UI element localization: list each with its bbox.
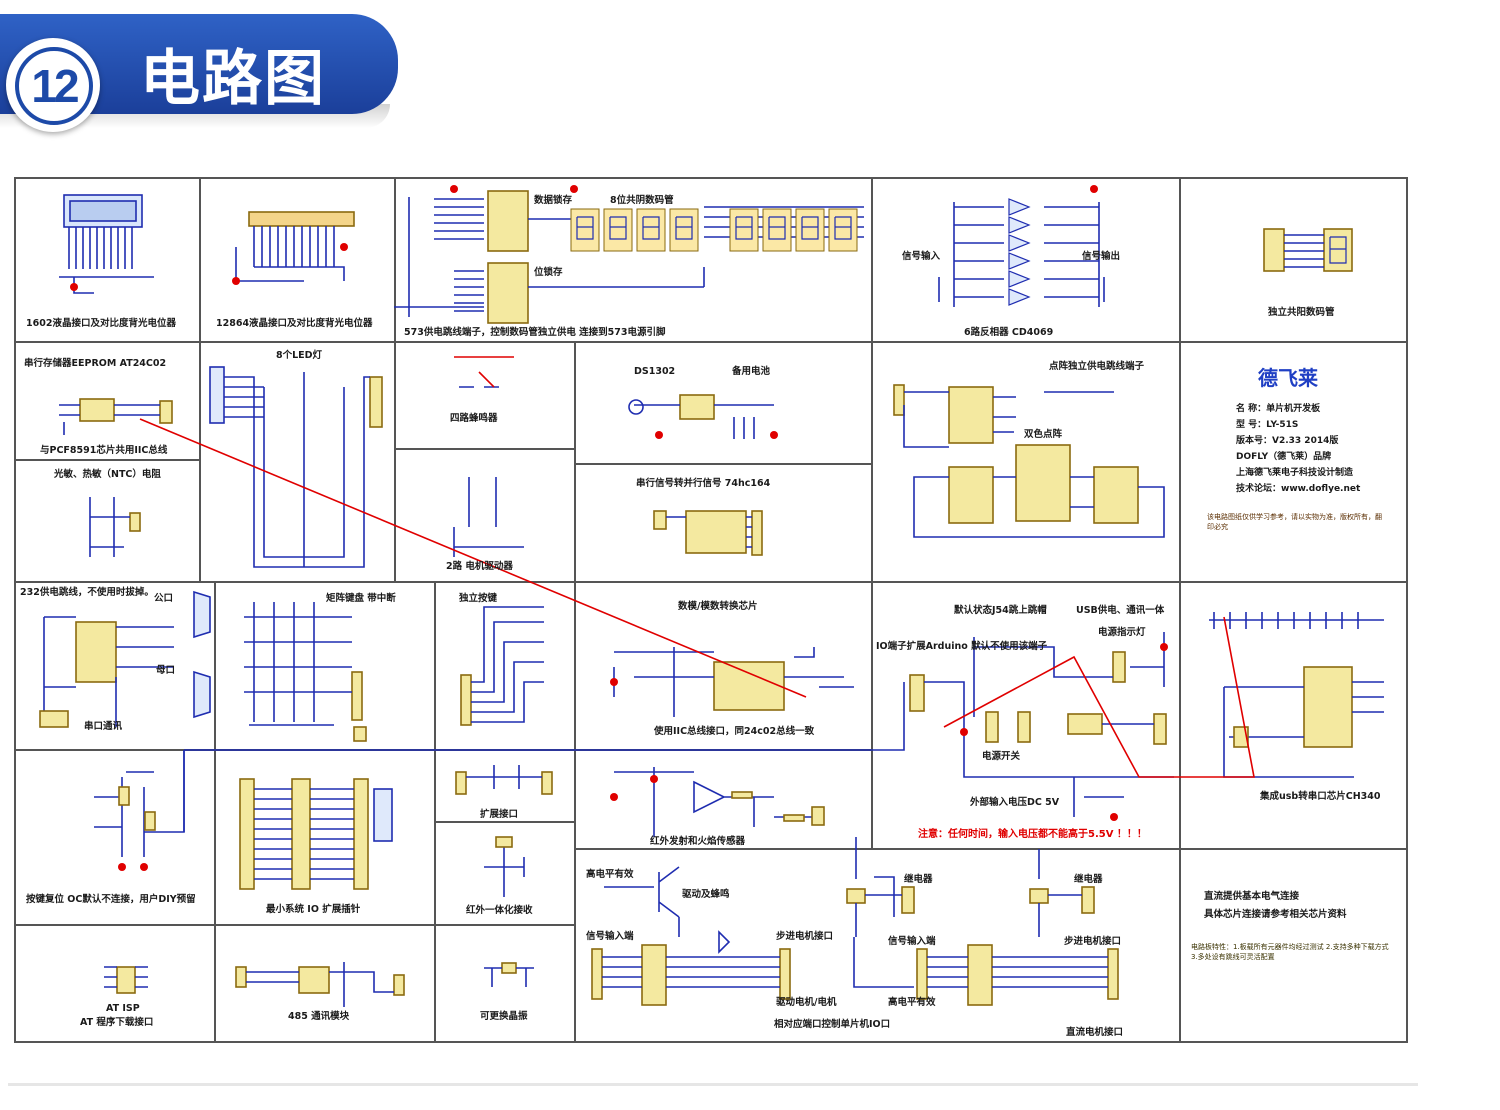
label-buzzer: 四路蜂鸣器 xyxy=(450,412,498,424)
label-relay-driver: 驱动及蜂鸣 xyxy=(682,888,730,900)
label-adc: 数模/模数转换芯片 xyxy=(677,600,757,612)
label-expansion: 扩展接口 xyxy=(480,808,518,820)
label-female-port: 母口 xyxy=(156,665,175,676)
label-bit-latch: 位锁存 xyxy=(534,266,563,278)
spec-website: 技术论坛：www.doflye.net xyxy=(1236,482,1361,494)
label-relay-high: 高电平有效 xyxy=(586,868,634,880)
orange-note: 该电路图纸仅供学习参考，请以实物为准，版权所有，翻印必究 xyxy=(1207,513,1382,531)
label-eeprom: 串行存储器EEPROM AT24C02 xyxy=(24,357,166,369)
label-high-effective: 高电平有效 xyxy=(888,996,936,1008)
digit-segments xyxy=(576,216,1347,264)
label-573-jumper: 573供电跳线端子，控制数码管独立供电 连接到573电源引脚 xyxy=(404,326,666,338)
label-usb-default: 默认状态J54跳上跳帽 xyxy=(954,604,1047,616)
spec-name: 名 称：单片机开发板 xyxy=(1236,402,1321,414)
label-485: 485 通讯模块 xyxy=(288,1010,350,1022)
label-ir-flame: 红外发射和火焰传感器 xyxy=(650,835,746,847)
label-motor-drive: 驱动电机/电机 xyxy=(776,996,837,1008)
circuit-board: 1602液晶接口及对比度背光电位器 12864液晶接口及对比度背光电位器 573… xyxy=(14,177,1408,1043)
label-usb-power: USB供电、通讯一体 xyxy=(1076,604,1165,616)
label-adc-iic: 使用IIC总线接口，同24c02总线一致 xyxy=(653,725,815,737)
label-electrical-note: 直流提供基本电气连接 xyxy=(1204,890,1300,902)
label-serial: 串口通讯 xyxy=(84,720,123,732)
spec-maker: 上海德飞莱电子科技设计制造 xyxy=(1236,466,1354,478)
label-common-anode: 独立共阳数码管 xyxy=(1267,306,1335,318)
label-dual-matrix: 双色点阵 xyxy=(1023,428,1063,440)
power-markers xyxy=(70,185,1168,871)
section-number-badge: 12 xyxy=(6,38,100,132)
label-8-leds: 8个LED灯 xyxy=(276,349,323,361)
page-title: 电路图 xyxy=(140,44,326,114)
label-at-download: AT 程序下载接口 xyxy=(80,1016,153,1028)
label-ch340: 集成usb转串口芯片CH340 xyxy=(1259,790,1381,802)
label-voltage-warning: 注意：任何时间，输入电压都不能高于5.5V ！！！ xyxy=(918,827,1147,840)
label-at-isp: AT ISP xyxy=(106,1003,140,1014)
yellow-note: 电路板特性：1.板载所有元器件均经过测试 2.支持多种下载方式 3.多处设有跳线… xyxy=(1191,943,1389,961)
label-power-switch: 电源开关 xyxy=(982,750,1021,762)
label-sig-out: 信号输出 xyxy=(1082,250,1120,262)
spec-brand: DOFLY（德飞莱）品牌 xyxy=(1236,450,1331,462)
label-arduino-ext: IO端子扩展Arduino 默认不使用该端子 xyxy=(876,640,1048,652)
label-cd4069: 6路反相器 CD4069 xyxy=(964,326,1053,338)
label-relay-1: 继电器 xyxy=(904,873,933,885)
label-stepper-2: 步进电机接口 xyxy=(1064,935,1121,947)
label-ir-receiver: 红外一体化接收 xyxy=(466,904,533,916)
label-stepper-1: 步进电机接口 xyxy=(776,930,833,942)
red-trace-lines xyxy=(139,356,1255,778)
label-relay-2: 继电器 xyxy=(1074,873,1103,885)
spec-model: 型 号：LY-51S xyxy=(1236,418,1298,430)
label-chip-reference: 具体芯片连接请参考相关芯片资料 xyxy=(1203,908,1347,920)
label-indep-keys: 独立按键 xyxy=(458,592,498,604)
label-iic-shared: 与PCF8591芯片共用IIC总线 xyxy=(40,444,168,456)
label-reset: 按键复位 OC默认不连接，用户DIY预留 xyxy=(26,893,196,905)
label-sig-in: 信号输入 xyxy=(902,250,941,262)
label-male-port: 公口 xyxy=(154,593,173,604)
label-signal-in-1: 信号输入端 xyxy=(586,930,634,942)
label-ds1302: DS1302 xyxy=(634,366,675,377)
schematic-wiring xyxy=(39,190,1384,1007)
label-motor-io: 相对应端口控制单片机IO口 xyxy=(774,1018,890,1030)
footer-divider xyxy=(8,1083,1418,1086)
spec-block: 名 称：单片机开发板 型 号：LY-51S 版本号：V2.33 2014版 DO… xyxy=(1235,402,1361,494)
label-crystal: 可更换晶振 xyxy=(480,1010,528,1022)
section-number: 12 xyxy=(15,47,93,125)
label-keypad: 矩阵键盘 带中断 xyxy=(325,592,396,604)
label-rs232: 232供电跳线，不使用时拔掉。 xyxy=(20,586,154,598)
label-74hc164: 串行信号转并行信号 74hc164 xyxy=(636,477,771,489)
inverter-gates xyxy=(1008,198,1031,306)
label-matrix-jumper: 点阵独立供电跳线端子 xyxy=(1049,360,1145,372)
label-lcd1602: 1602液晶接口及对比度背光电位器 xyxy=(26,317,176,329)
label-dc-motor: 直流电机接口 xyxy=(1066,1026,1123,1038)
label-power-led: 电源指示灯 xyxy=(1098,626,1146,638)
label-signal-in-2: 信号输入端 xyxy=(888,935,936,947)
label-ntc: 光敏、热敏（NTC）电阻 xyxy=(53,468,161,480)
component-labels: 1602液晶接口及对比度背光电位器 12864液晶接口及对比度背光电位器 573… xyxy=(20,194,1381,1038)
label-data-latch: 数据锁存 xyxy=(533,194,573,206)
label-8-digit: 8位共阴数码管 xyxy=(610,194,674,206)
label-lcd12864: 12864液晶接口及对比度背光电位器 xyxy=(216,317,373,329)
digit-tubes xyxy=(570,208,858,252)
label-dc-in: 外部输入电压DC 5V xyxy=(969,796,1060,808)
label-min-system: 最小系统 IO 扩展插针 xyxy=(266,903,361,915)
grid-frame xyxy=(14,177,1408,1043)
label-battery: 备用电池 xyxy=(731,365,771,377)
brand-logo: 德飞莱 xyxy=(1258,366,1318,390)
spec-version: 版本号：V2.33 2014版 xyxy=(1235,434,1338,446)
label-motor-driver: 2路 电机驱动器 xyxy=(446,560,513,572)
